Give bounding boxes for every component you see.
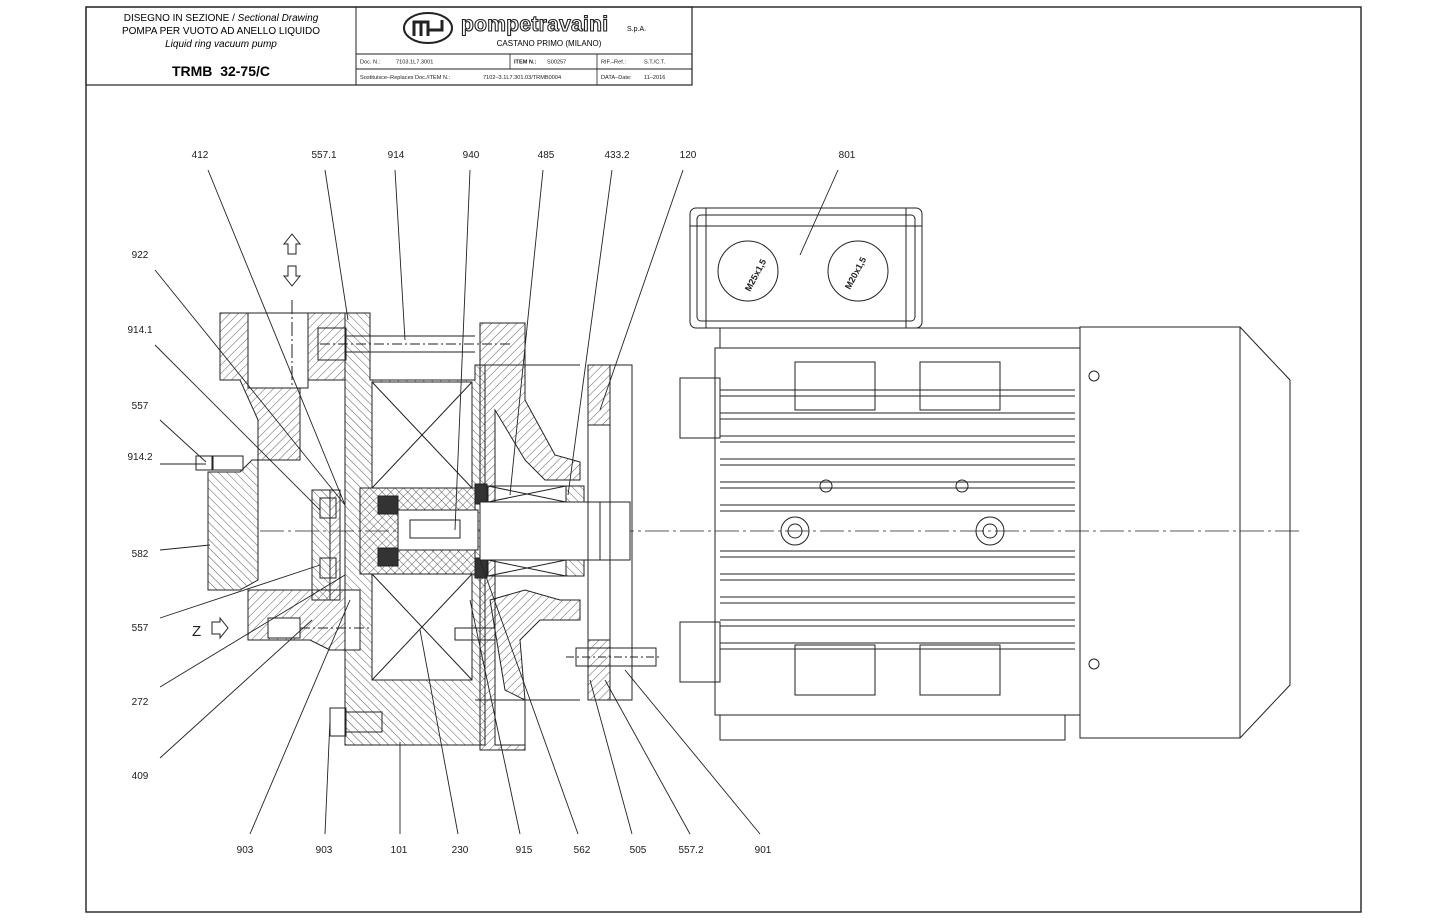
callout-922: 922 <box>132 250 149 261</box>
item-number-value: S00257 <box>547 60 566 66</box>
svg-text:Doc. N.:: Doc. N.: <box>360 60 381 66</box>
title-separator: / <box>229 13 237 24</box>
callout-101: 101 <box>391 845 408 856</box>
svg-text:ITEM N.:: ITEM N.: <box>514 60 537 66</box>
subtitle-italian: POMPA PER VUOTO AD ANELLO LIQUIDO <box>122 26 320 37</box>
reference-value: S.T./C.T. <box>644 60 666 66</box>
callout-914: 914 <box>388 150 405 161</box>
sheet-border <box>85 6 1362 913</box>
callout-labels: 412 557.1 914 940 485 433.2 120 801 922 … <box>127 150 855 856</box>
callout-915: 915 <box>516 845 533 856</box>
svg-text:DISEGNO IN SEZIONE / Sectional: DISEGNO IN SEZIONE / Sectional Drawing <box>124 13 319 24</box>
callout-940: 940 <box>463 150 480 161</box>
callout-120: 120 <box>680 150 697 161</box>
callout-557-b: 557 <box>132 623 149 634</box>
callout-801: 801 <box>839 150 856 161</box>
callout-272: 272 <box>132 697 149 708</box>
callout-901: 901 <box>755 845 772 856</box>
svg-text:DATA–Date:: DATA–Date: <box>601 75 632 81</box>
model-designation: TRMB 32-75/C <box>172 63 270 79</box>
callout-412: 412 <box>192 150 209 161</box>
doc-number-label: Doc. N.: <box>360 60 381 66</box>
callout-557-1: 557.1 <box>311 150 336 161</box>
title-english: Sectional Drawing <box>238 13 319 24</box>
date-label: DATA–Date: <box>601 75 632 81</box>
gland-label-m25: M25x1,5 <box>743 257 768 293</box>
callout-582: 582 <box>132 549 149 560</box>
callout-557-a: 557 <box>132 401 149 412</box>
callout-409: 409 <box>132 771 149 782</box>
callout-562: 562 <box>574 845 591 856</box>
company-logo <box>403 12 453 44</box>
svg-text:Sostituisce–Replaces Doc./ITEM: Sostituisce–Replaces Doc./ITEM N.: <box>360 75 451 81</box>
svg-text:S.T./C.T.: S.T./C.T. <box>644 60 666 66</box>
company-location: CASTANO PRIMO (MILANO) <box>497 39 602 48</box>
leader-lines <box>154 169 839 835</box>
cooling-fins <box>720 389 1075 650</box>
callout-485: 485 <box>538 150 555 161</box>
company-suffix: S.p.A. <box>627 26 646 33</box>
callout-505: 505 <box>630 845 647 856</box>
company-name: pompetravaini <box>461 13 608 36</box>
subtitle-english: Liquid ring vacuum pump <box>165 39 277 50</box>
svg-text:S00257: S00257 <box>547 60 566 66</box>
callout-433-2: 433.2 <box>604 150 629 161</box>
svg-text:11–2016: 11–2016 <box>644 75 665 81</box>
title-block: DISEGNO IN SEZIONE / Sectional Drawing P… <box>85 6 693 86</box>
replaces-label: Sostituisce–Replaces Doc./ITEM N.: <box>360 75 451 81</box>
doc-number-value: 7103.1L7.3001 <box>396 60 433 66</box>
callout-230: 230 <box>452 845 469 856</box>
callout-903-b: 903 <box>316 845 333 856</box>
svg-text:7102–3.1L7.301.03/TRMB0004: 7102–3.1L7.301.03/TRMB0004 <box>483 75 561 81</box>
date-value: 11–2016 <box>644 75 665 81</box>
reference-label: RIF.–Ref.: <box>601 60 626 66</box>
replaces-value: 7102–3.1L7.301.03/TRMB0004 <box>483 75 561 81</box>
title-italian: DISEGNO IN SEZIONE <box>124 13 230 24</box>
inlet-marker: Z <box>192 623 201 640</box>
callout-914-1: 914.1 <box>127 325 152 336</box>
gland-label-m20: M20x1,5 <box>843 255 868 291</box>
callout-557-2: 557.2 <box>678 845 703 856</box>
electric-motor: M25x1,5 M20x1,5 <box>679 207 1291 741</box>
inlet-arrow-icon <box>211 616 229 640</box>
callout-914-2: 914.2 <box>127 452 152 463</box>
pump-section <box>195 233 1300 751</box>
svg-text:7103.1L7.3001: 7103.1L7.3001 <box>396 60 433 66</box>
svg-text:RIF.–Ref.:: RIF.–Ref.: <box>601 60 626 66</box>
callout-903-a: 903 <box>237 845 254 856</box>
item-number-label: ITEM N.: <box>514 60 537 66</box>
